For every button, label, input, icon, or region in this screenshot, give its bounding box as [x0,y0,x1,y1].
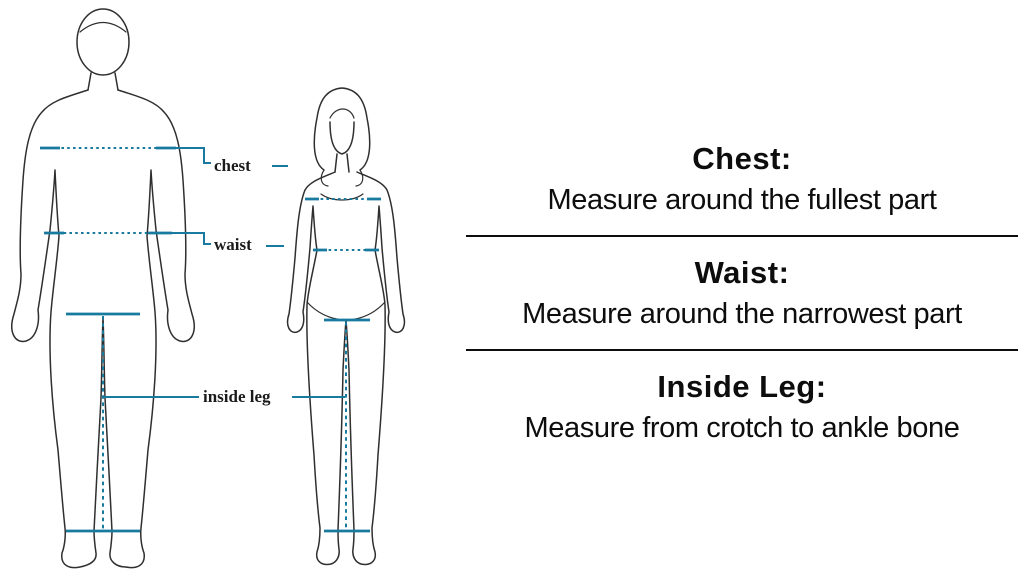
waist-bracket [172,232,211,245]
waist-callout [172,232,284,247]
chest-label: chest [214,156,251,175]
chest-section-title: Chest: [692,141,792,176]
male-neck [87,72,119,91]
section-divider [466,235,1018,237]
inside-leg-section: Inside Leg: Measure from crotch to ankle… [466,369,1018,445]
female-hair-curls [320,169,364,187]
waist-section-title: Waist: [694,255,790,290]
female-figure [286,87,406,566]
female-swimsuit-lines [306,301,386,321]
chest-bracket [176,147,211,164]
chest-callout [176,147,288,167]
female-fringe [329,108,355,119]
inside-leg-measure-male [66,312,140,533]
female-neck [334,153,350,173]
inside-leg-measure-female [324,318,370,533]
waist-section: Waist: Measure around the narrowest part [466,255,1018,331]
female-face [329,121,355,155]
male-head [76,8,130,76]
chest-section: Chest: Measure around the fullest part [466,141,1018,217]
inside-leg-section-description: Measure from crotch to ankle bone [524,412,960,444]
female-neckline [320,193,364,201]
inside-leg-label: inside leg [203,387,271,406]
waist-section-description: Measure around the narrowest part [522,298,962,330]
measurement-diagram: chest waist inside leg [0,0,460,586]
male-hairline [79,21,127,33]
instructions-panel: Chest: Measure around the fullest part W… [460,0,1024,586]
female-hair [313,87,371,171]
inside-leg-section-title: Inside Leg: [657,369,827,404]
chest-section-description: Measure around the fullest part [547,184,937,216]
male-body [11,89,195,569]
section-divider [466,349,1018,351]
figures-svg [11,8,406,569]
waist-label: waist [214,235,252,254]
